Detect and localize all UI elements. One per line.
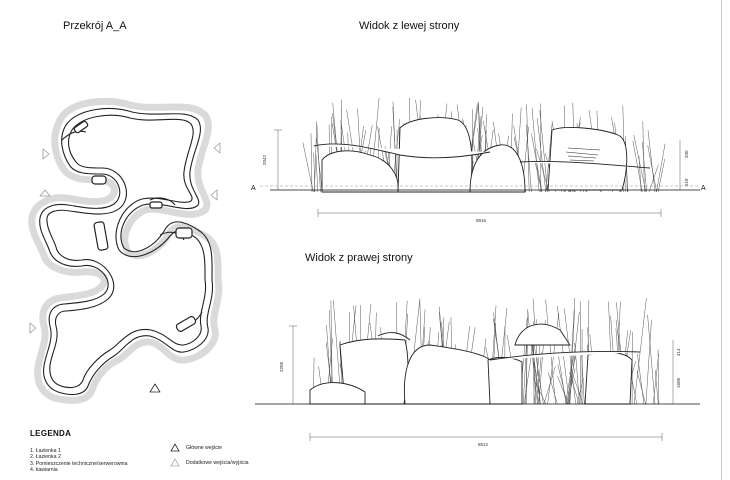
grass-stroke [557,376,569,405]
left-dim-height: 2042 [262,154,267,165]
legend-main-entrance-label: Główne wejście [186,444,223,451]
grass-stroke [632,140,643,193]
left-elevation-structure [313,117,651,193]
grass-stroke [532,298,541,405]
extra-entrance-triangle-icon [170,458,180,467]
right-dimensions [289,325,674,441]
grass-stroke [302,142,314,193]
grass-stroke [647,145,657,193]
grass-stroke [638,155,642,193]
floor-plan [28,97,223,404]
grass-stroke [633,134,647,193]
grass-stroke [315,154,319,193]
grass-stroke [532,338,536,405]
legend-item: 1. Łazienka 1 [30,448,61,454]
right-dim-small-1: 414 [676,348,681,356]
grass-stroke [531,107,540,193]
grass-stroke [656,143,666,193]
grass-stroke [637,353,645,405]
grass-stroke [525,334,528,405]
legend-extra-entrance-label: Dodatkowe wejścia/wyjścia [186,459,249,466]
legend-item: 3. Pomieszczenie techniczne/serwerownia [30,460,128,467]
section-label-left: A [251,185,256,192]
right-elevation-structure [309,323,641,405]
grass-stroke [543,366,556,405]
grass-stroke [657,159,665,193]
grass-stroke [636,371,646,405]
legend-item: 4. kawiarnia [30,467,58,474]
grass-stroke [568,298,576,405]
grass-stroke [547,372,558,405]
grass-stroke [536,148,550,193]
grass-stroke [310,133,313,193]
right-view-title: Widok z prawej strony [305,252,413,264]
grass-stroke [525,124,532,193]
grass-stroke [647,130,656,193]
grass-stroke [654,370,659,405]
grass-stroke [642,141,647,193]
right-dim-height: 2208 [279,361,284,372]
legend-keys: Główne wejście Dodatkowe wejścia/wyjścia [170,440,249,470]
grass-stroke [648,164,659,193]
left-dim-width: 8916 [476,218,487,223]
grass-stroke [545,123,553,193]
grass-stroke [657,349,660,405]
left-dim-small-2: 518 [684,178,689,186]
main-entrance-triangle-icon [170,443,180,452]
left-dimensions [274,129,681,217]
left-view-title: Widok z lewej strony [359,20,460,32]
grass-stroke [573,377,584,405]
grass-stroke [569,309,575,405]
plan-pods [73,120,197,332]
grass-stroke [581,352,585,405]
plan-outer-walkway [28,97,223,404]
legend-extra-entrance-row: Dodatkowe wejścia/wyjścia [170,455,249,470]
grass-stroke [647,314,656,405]
grass-stroke [539,110,548,193]
grass-stroke [536,352,542,405]
plan-walls [39,107,214,396]
section-label-right: A [701,185,706,192]
grass-stroke [314,123,317,193]
legend-main-entrance-row: Główne wejście [170,440,249,455]
grass-stroke [564,308,576,405]
grass-stroke [645,319,652,405]
grass-stroke [532,333,544,405]
grass-stroke [313,152,316,193]
right-dim-small-2: 1608 [676,377,681,388]
grass-stroke [633,298,647,405]
grass-stroke [536,118,547,193]
plan-entrance-markers [29,142,221,393]
left-elevation: A A 8916 2042 330 518 [251,97,706,223]
grass-stroke [545,299,556,405]
grass-stroke [534,160,543,193]
sheet-border [721,0,722,480]
grass-stroke [557,352,567,405]
legend-item: 2. Łazienka 2 [30,454,61,461]
legend-heading: LEGENDA [30,429,72,438]
right-dim-width: 8912 [478,442,489,447]
right-elevation: 8912 2208 414 1608 [255,298,700,447]
left-dim-small-1: 330 [684,150,689,158]
legend-list: 1. Łazienka 1 2. Łazienka 2 3. Pomieszcz… [30,448,127,474]
plan-title: Przekrój A_A [63,20,127,32]
